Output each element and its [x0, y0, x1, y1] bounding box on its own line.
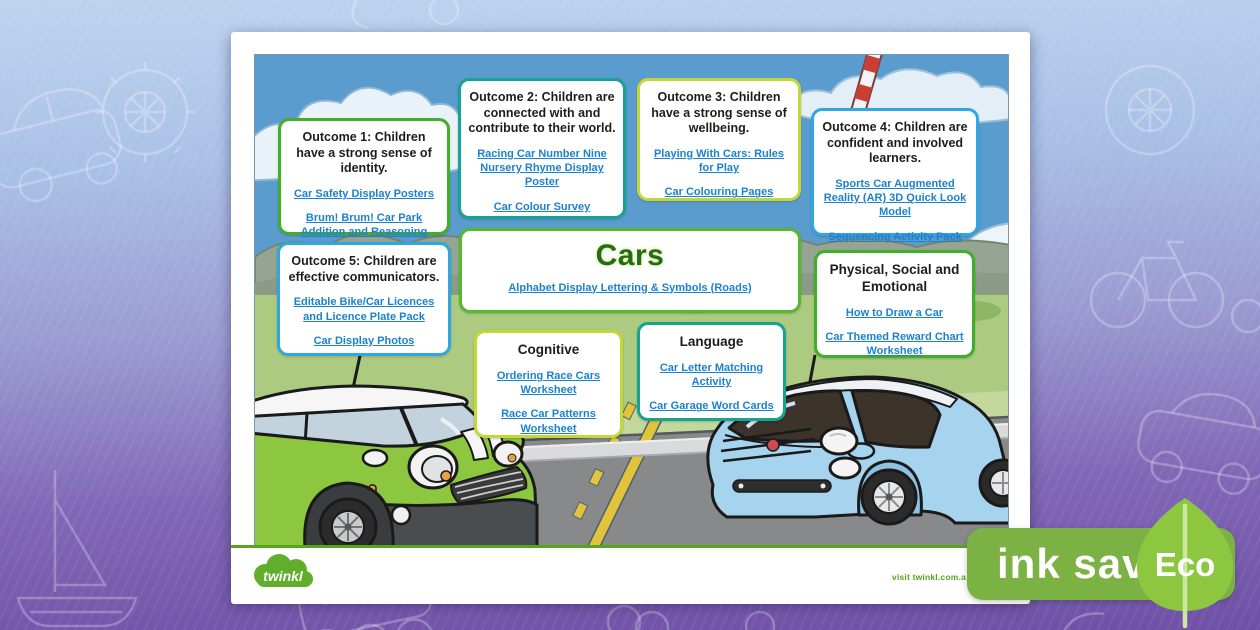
mini-headlight — [492, 440, 524, 468]
doodle-wheel-icon — [95, 62, 195, 162]
fiat-headlight — [828, 456, 862, 480]
visit-url-text: visit twinkl.com.a — [892, 572, 966, 582]
resource-link[interactable]: Playing With Cars: Rules for Play — [653, 147, 785, 175]
resource-link[interactable]: Editable Bike/Car Licences and Licence P… — [293, 296, 435, 323]
language-title: Language — [679, 334, 744, 349]
outcome-4-box: Outcome 4: Children are confident and in… — [811, 108, 979, 243]
physical-social-emotional-title: Physical, Social and Emotional — [829, 262, 960, 294]
resource-link[interactable]: Race Car Patterns Worksheet — [501, 408, 596, 435]
mini-fog-light — [390, 504, 412, 526]
outcome-1-box: Outcome 1: Children have a strong sense … — [278, 118, 450, 253]
page-footer: twinkl visit twinkl.com.a — [231, 545, 1030, 604]
resource-link[interactable]: Car Colouring Pages — [664, 186, 774, 199]
doodle-bicycle-icon — [1089, 240, 1225, 329]
doodle-car-right-icon — [1137, 392, 1260, 495]
fiat-side-window — [850, 389, 942, 449]
resource-link[interactable]: Sequencing Activity Pack — [828, 230, 962, 243]
mini-grille — [450, 466, 528, 504]
doodle-handlebars-icon — [351, 0, 460, 30]
green-mini-car — [255, 346, 539, 545]
outcome-4-title: Outcome 4: Children are confident and in… — [822, 120, 968, 166]
twinkl-logo-text: twinkl — [263, 568, 304, 584]
outcome-3-box: Outcome 3: Children have a strong sense … — [637, 78, 801, 201]
outcome-2-box: Outcome 2: Children are connected with a… — [458, 78, 626, 219]
resource-link[interactable]: Car Display Photos — [313, 334, 415, 347]
outcome-2-title: Outcome 2: Children are connected with a… — [468, 90, 616, 136]
cognitive-box: Cognitive Ordering Race Cars Worksheet R… — [474, 330, 623, 438]
twinkl-logo: twinkl — [254, 554, 313, 587]
language-box: Language Car Letter Matching Activity Ca… — [637, 322, 786, 421]
resource-link[interactable]: Racing Car Number Nine Nursery Rhyme Dis… — [477, 147, 607, 189]
outcome-5-title: Outcome 5: Children are effective commun… — [288, 254, 440, 284]
mini-bumper — [369, 498, 539, 545]
outcome-3-title: Outcome 3: Children have a strong sense … — [651, 90, 787, 136]
physical-social-emotional-box: Physical, Social and Emotional How to Dr… — [814, 250, 975, 358]
eco-label: Eco — [1155, 546, 1216, 583]
resource-link[interactable]: Sports Car Augmented Reality (AR) 3D Qui… — [823, 177, 967, 219]
cognitive-title: Cognitive — [517, 342, 580, 357]
resource-link[interactable]: Alphabet Display Lettering & Symbols (Ro… — [508, 281, 752, 294]
worksheet-page: Outcome 1: Children have a strong sense … — [231, 32, 1030, 604]
outcome-5-box: Outcome 5: Children are effective commun… — [277, 242, 451, 356]
doodle-rings-icon — [606, 604, 776, 630]
doodle-car-icon — [0, 88, 122, 203]
mini-mirror — [361, 448, 389, 468]
doodle-scooter-icon — [1063, 298, 1260, 630]
resource-link[interactable]: How to Draw a Car — [845, 306, 944, 319]
fiat-bumper-slot — [732, 479, 832, 493]
fiat-headlight — [819, 426, 859, 456]
outcome-1-title: Outcome 1: Children have a strong sense … — [296, 130, 432, 176]
doodle-wheel-right-icon — [1104, 64, 1196, 156]
resource-link[interactable]: Car Garage Word Cards — [649, 400, 774, 413]
doodle-sailboat-icon — [16, 470, 138, 628]
resource-link[interactable]: Car Letter Matching Activity — [659, 361, 764, 389]
topic-title: Cars — [595, 239, 665, 272]
resource-link[interactable]: Ordering Race Cars Worksheet — [496, 369, 601, 397]
fiat-logo — [766, 438, 780, 452]
cars-topic-box: Cars Alphabet Display Lettering & Symbol… — [459, 228, 801, 313]
resource-link[interactable]: Car Safety Display Posters — [293, 187, 434, 200]
resource-link[interactable]: Car Colour Survey — [493, 200, 591, 213]
eco-leaf-icon: Eco — [1136, 498, 1234, 629]
resource-link[interactable]: Car Themed Reward Chart Worksheet — [825, 331, 964, 358]
